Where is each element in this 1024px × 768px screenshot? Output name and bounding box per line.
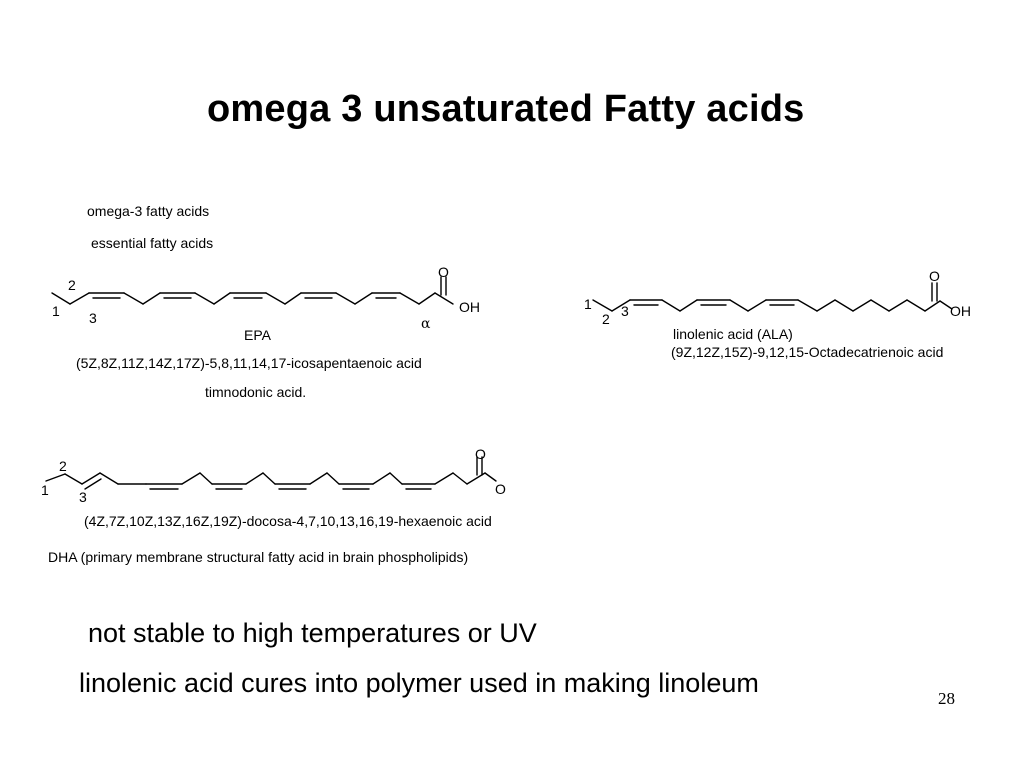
dha-atom-1: 1 xyxy=(41,482,49,498)
bullet-text-1: not stable to high temperatures or UV xyxy=(88,618,537,648)
dha-iupac-name: (4Z,7Z,10Z,13Z,16Z,19Z)-docosa-4,7,10,13… xyxy=(84,513,492,529)
bullet-text-2: linolenic acid cures into polymer used i… xyxy=(79,668,759,698)
ala-chain xyxy=(592,282,953,312)
epa-alpha-label: α xyxy=(421,316,431,332)
dha-carbonyl-oxygen: O xyxy=(475,446,486,462)
epa-carbonyl-oxygen: O xyxy=(438,264,449,280)
dha-atom-2: 2 xyxy=(59,458,67,474)
ala-atom-3: 3 xyxy=(621,303,629,319)
page-number: 28 xyxy=(938,689,955,708)
epa-chain xyxy=(51,276,454,305)
epa-atom-2: 2 xyxy=(68,277,76,293)
ala-atom-2: 2 xyxy=(602,311,610,327)
slide-title: omega 3 unsaturated Fatty acids xyxy=(207,88,805,130)
epa-label-omega3: omega-3 fatty acids xyxy=(87,203,210,219)
dha-ester-oxygen: O xyxy=(495,481,506,497)
epa-hydroxyl: OH xyxy=(459,299,480,315)
epa-iupac-name: (5Z,8Z,11Z,14Z,17Z)-5,8,11,14,17-icosape… xyxy=(76,355,422,371)
epa-common-name: timnodonic acid. xyxy=(205,384,307,400)
dha-description: DHA (primary membrane structural fatty a… xyxy=(48,549,469,565)
epa-name: EPA xyxy=(244,327,271,343)
dha-atom-3: 3 xyxy=(79,489,87,505)
epa-atom-3: 3 xyxy=(89,310,97,326)
epa-atom-1: 1 xyxy=(52,303,60,319)
ala-atom-1: 1 xyxy=(584,296,592,312)
ala-hydroxyl: OH xyxy=(950,303,971,319)
ala-carbonyl-oxygen: O xyxy=(929,268,940,284)
epa-label-essential: essential fatty acids xyxy=(91,235,214,251)
dha-chain xyxy=(45,456,497,490)
ala-name: linolenic acid (ALA) xyxy=(673,326,793,342)
ala-iupac-name: (9Z,12Z,15Z)-9,12,15-Octadecatrienoic ac… xyxy=(671,344,944,360)
